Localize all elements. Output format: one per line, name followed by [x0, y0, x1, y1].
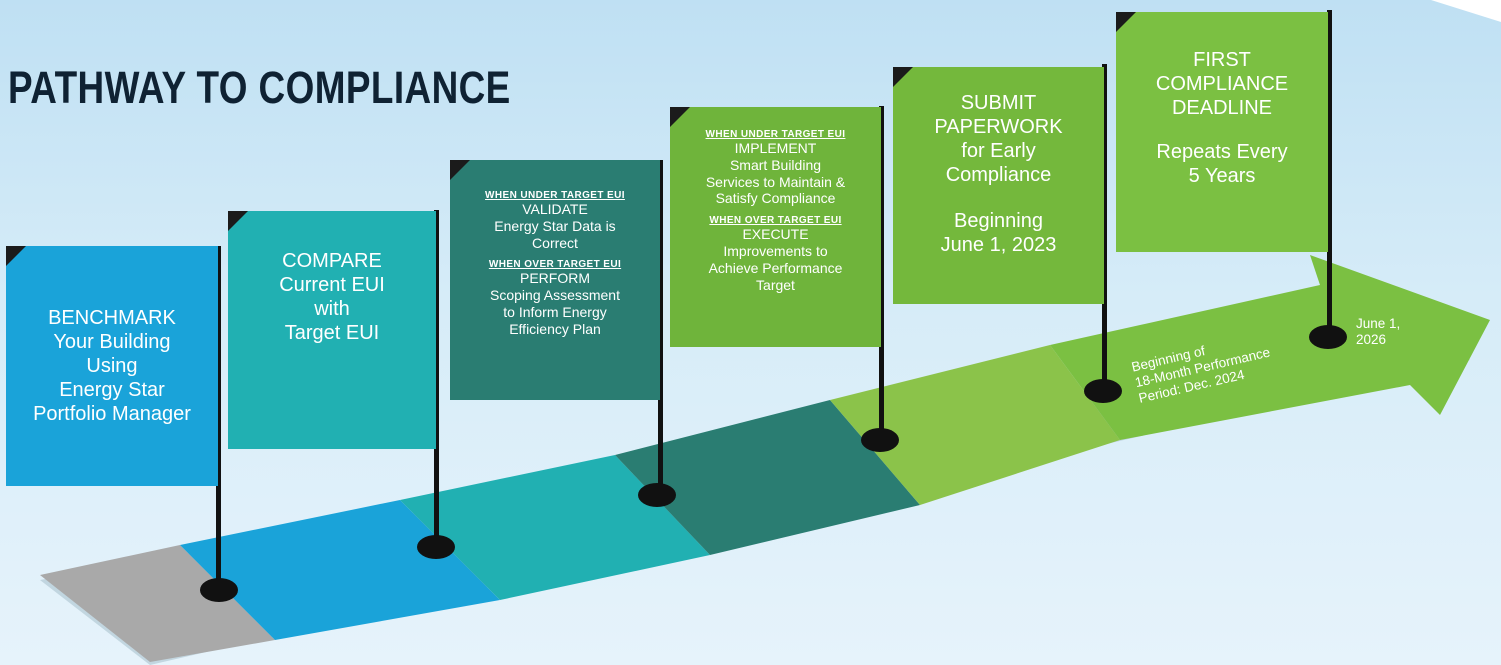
- pole-5: [1084, 64, 1122, 403]
- flag-text-line: for Early: [961, 140, 1036, 162]
- flag-text-line: Satisfy Compliance: [715, 190, 836, 207]
- pole-4: [861, 106, 899, 452]
- flag-corner-marker: [670, 107, 690, 127]
- flag-date-line: June 1, 2023: [940, 234, 1057, 256]
- flag-text-line: Target: [756, 276, 795, 293]
- flag-text-line: COMPARE: [282, 250, 382, 272]
- flag-text-line: VALIDATE: [522, 201, 588, 217]
- road-label-line: June 1,: [1356, 316, 1401, 331]
- condition-heading-over: WHEN OVER TARGET EUI: [709, 215, 842, 227]
- flag-text-line: DEADLINE: [1171, 97, 1273, 119]
- flag-text-line: FIRST: [1193, 49, 1251, 71]
- flag-submit-paperwork: SUBMIT PAPERWORK for Early Compliance Be…: [893, 67, 1104, 304]
- flag-compare: COMPARE Current EUI with Target EUI: [228, 211, 436, 449]
- flag-text-line: Services to Maintain &: [705, 173, 846, 190]
- flag-date-line: Beginning: [954, 210, 1043, 232]
- flag-text-line: PAPERWORK: [934, 116, 1063, 138]
- road-segment-arrow: [1050, 255, 1490, 440]
- road-segment-gray: [40, 545, 275, 662]
- flag-text-line: Improvements to: [723, 242, 828, 259]
- deadline-date-label: June 1, 2026: [1356, 316, 1400, 348]
- road-segment-green: [830, 345, 1120, 505]
- flag-corner-marker: [6, 246, 26, 266]
- flag-text-line: Scoping Assessment: [490, 287, 620, 304]
- flag-text-line: BENCHMARK: [48, 307, 176, 329]
- flag-text-line: to Inform Energy: [503, 303, 607, 320]
- road-segment-dark-teal: [615, 400, 920, 555]
- flag-validate-perform: WHEN UNDER TARGET EUI VALIDATE Energy St…: [450, 160, 660, 400]
- flag-corner-marker: [1116, 12, 1136, 32]
- flag-text-line: Achieve Performance: [708, 259, 843, 276]
- page-corner: [1431, 0, 1501, 22]
- flag-text-line: Energy Star Data is: [494, 217, 616, 234]
- road-segment-teal: [400, 455, 710, 600]
- condition-heading-under: WHEN UNDER TARGET EUI: [485, 190, 625, 201]
- flag-text-line: COMPLIANCE: [1155, 73, 1289, 95]
- flag-corner-marker: [893, 67, 913, 87]
- flag-text-line: Efficiency Plan: [509, 320, 601, 337]
- flag-text-line: Portfolio Manager: [33, 403, 191, 425]
- flag-text-line: Energy Star: [59, 379, 165, 401]
- flag-text-line: PERFORM: [520, 270, 590, 287]
- flag-text-line: with: [314, 298, 350, 320]
- road-label-line: 2026: [1356, 332, 1387, 348]
- condition-heading-under: WHEN UNDER TARGET EUI: [705, 129, 846, 140]
- flag-first-compliance-deadline: FIRST COMPLIANCE DEADLINE Repeats Every …: [1116, 12, 1328, 252]
- flag-benchmark: BENCHMARK Your Building Using Energy Sta…: [6, 246, 218, 486]
- flag-implement-execute: WHEN UNDER TARGET EUI IMPLEMENT Smart Bu…: [670, 107, 881, 347]
- flag-date-line: 5 Years: [1188, 165, 1256, 187]
- flag-text-line: SUBMIT: [960, 92, 1037, 114]
- flag-text-line: IMPLEMENT: [734, 140, 817, 156]
- flag-corner-marker: [450, 160, 470, 180]
- pole-6: [1309, 10, 1347, 349]
- flag-date-line: Repeats Every: [1156, 141, 1288, 163]
- flag-text-line: Smart Building: [729, 156, 822, 173]
- condition-heading-over: WHEN OVER TARGET EUI: [488, 259, 622, 271]
- pole-2: [417, 210, 455, 559]
- flag-text-line: Correct: [532, 234, 578, 251]
- pole-1: [200, 246, 238, 602]
- flag-text-line: Your Building: [53, 331, 171, 353]
- pole-3: [638, 160, 676, 507]
- flag-text-line: Compliance: [945, 164, 1052, 186]
- road-segment-blue: [180, 500, 500, 640]
- flag-text-line: EXECUTE: [742, 226, 809, 243]
- flag-corner-marker: [228, 211, 248, 231]
- page-title: PATHWAY TO COMPLIANCE: [8, 62, 511, 113]
- flag-text-line: Using: [86, 355, 138, 377]
- flag-text-line: Current EUI: [279, 274, 385, 296]
- flag-text-line: Target EUI: [284, 322, 380, 344]
